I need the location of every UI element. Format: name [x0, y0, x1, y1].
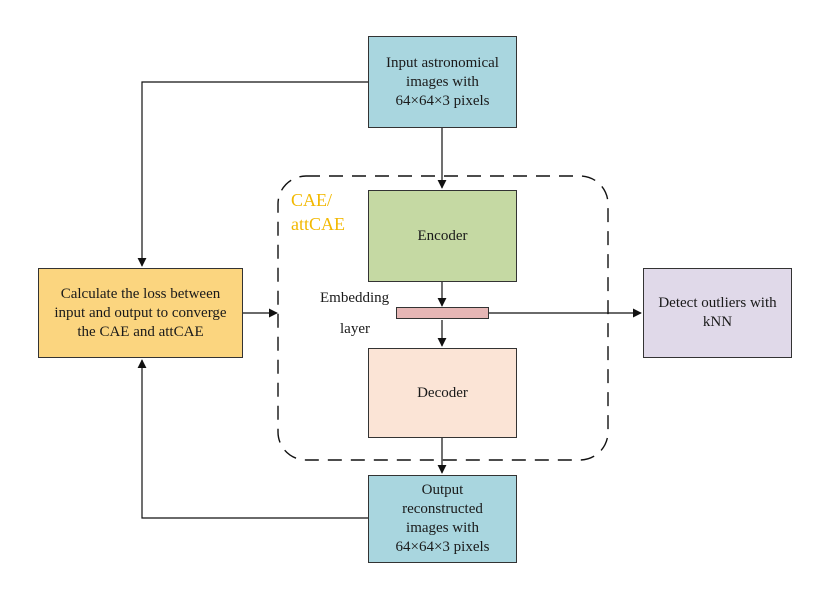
embedding-label-line2: layer: [340, 321, 370, 337]
arrow-input-to-loss: [137, 81, 368, 267]
input-images-node: Input astronomical images with 64×64×3 p…: [368, 36, 517, 128]
loss-calculation-node: Calculate the loss between input and out…: [38, 268, 243, 358]
embedding-layer-bar: [396, 307, 489, 319]
cae-container-border: [277, 175, 609, 461]
decoder-node: Decoder: [368, 348, 517, 438]
embedding-label-line1: Embedding: [320, 290, 390, 306]
encoder-node: Encoder: [368, 190, 517, 282]
cae-container-label: CAE/ attCAE: [291, 190, 345, 234]
detect-outliers-node: Detect outliers with kNN: [643, 268, 792, 358]
arrow-output-to-loss: [137, 359, 368, 519]
output-images-node: Output reconstructed images with 64×64×3…: [368, 475, 517, 563]
